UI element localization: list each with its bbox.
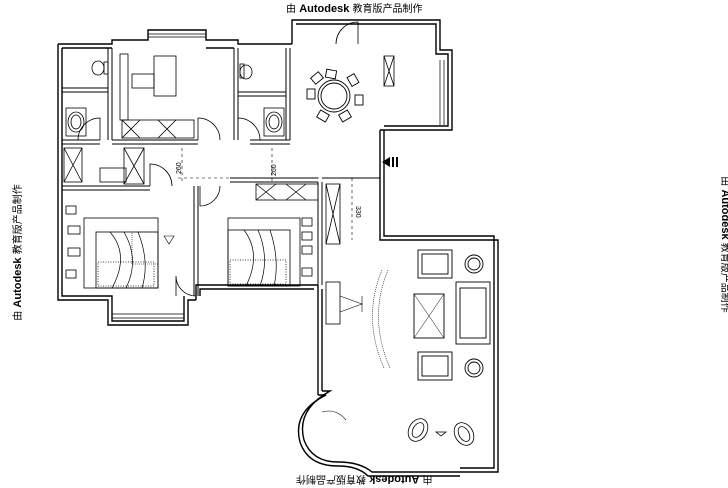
watermark-top: 由 Autodesk 教育版产品制作 [286,3,423,15]
windows [112,33,499,460]
dimension-label: 260 [271,164,278,176]
sofa-icon [413,249,491,381]
dimension-label: 260 [176,162,183,174]
storage-cabinets [63,55,395,245]
bed-icon [65,205,159,289]
rug [131,231,175,265]
entry-arrow-icon [382,157,398,167]
tv-console [325,269,391,369]
outer-walls [57,19,499,477]
dining-table-icon [306,68,364,123]
dashed-guides [178,148,380,240]
lounge-chair-icon [321,410,475,446]
interior-walls [62,48,380,296]
dimension-label: 330 [354,206,361,218]
dimension-labels: 260 260 330 [176,162,361,218]
bed-icon [227,217,313,287]
toilet-icon [65,60,285,137]
kitchen [119,53,195,139]
